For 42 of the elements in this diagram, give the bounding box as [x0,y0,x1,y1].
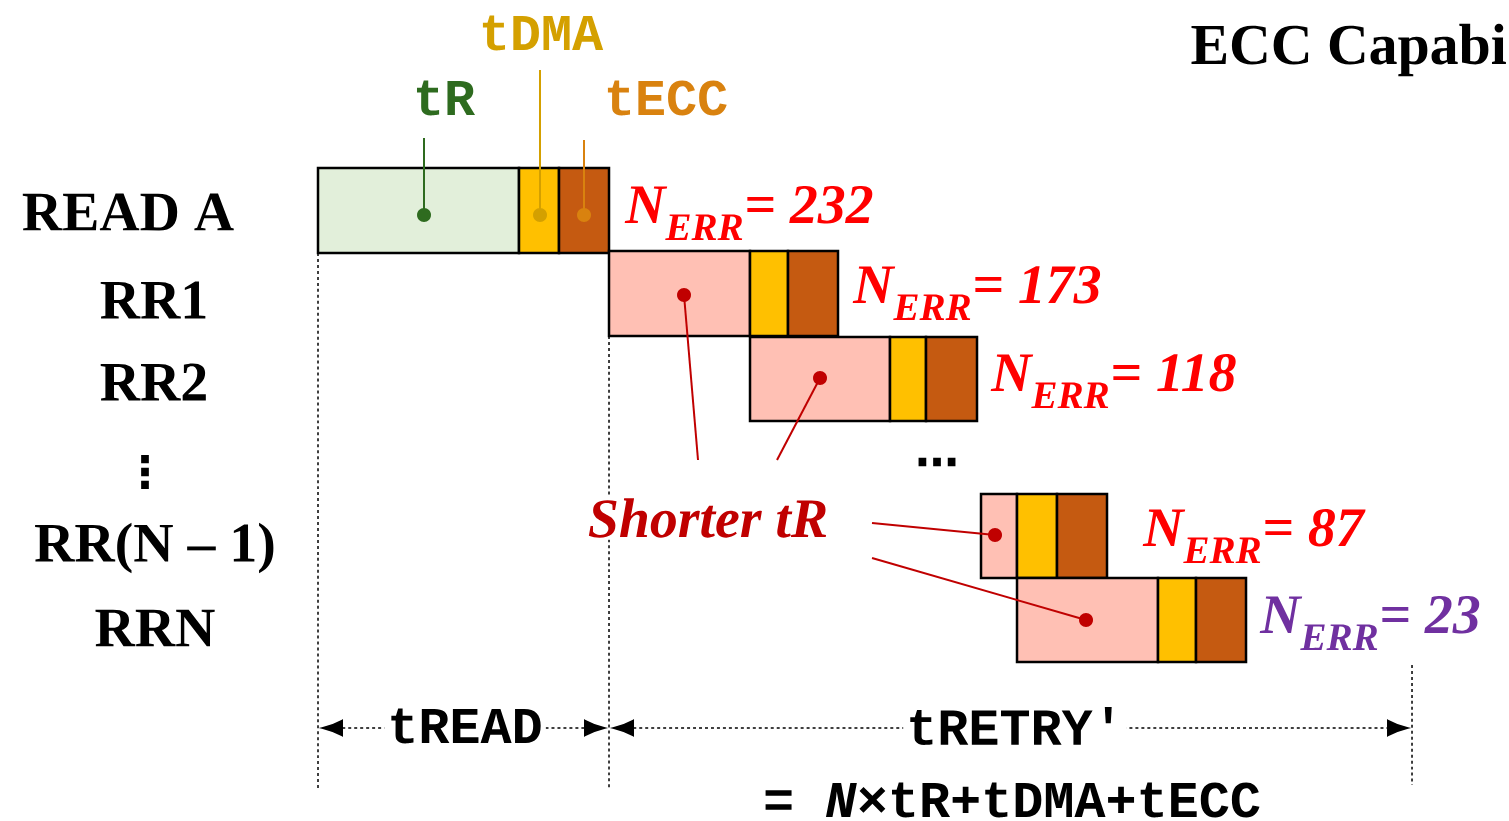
timing-segment [1194,576,1248,664]
timing-segment [316,166,521,255]
dimension-label: tREAD [384,705,546,747]
leader-line [577,139,591,222]
timing-segment [517,166,561,255]
row-label: RRN [95,609,215,647]
leader-line [871,522,1002,542]
row-label: RR(N – 1) [35,522,274,574]
callout-text: Shorter tR [585,496,831,540]
timing-segment [1156,576,1198,664]
row-label: RR1 [100,281,206,319]
error-count: N$_{ERR}$= 173 [852,266,1101,320]
timing-segment [888,335,928,423]
error-count: N$_{ERR}$= 87 [1142,508,1366,564]
error-count: N$_{ERR}$= 118 [990,353,1236,409]
timing-segment [924,335,979,423]
timing-segment [786,249,840,338]
timing-segment [1015,492,1059,580]
ellipsis: … [918,457,956,467]
formula-text: = N×tR+tDMA+tECC [765,782,1260,818]
leader-line [871,557,1093,627]
timing-segment [557,166,611,255]
title: ECC Capabi [1191,23,1506,77]
timing-segment [1055,492,1109,580]
timing-segment [748,335,892,423]
leader-label: tDMA [476,13,606,53]
leader-line [533,69,547,222]
leader-label: tR [410,78,478,118]
leader-line [417,137,431,222]
error-count: N$_{ERR}$= 232 [624,186,873,240]
timing-segment [607,249,752,338]
row-label: RR2 [100,363,206,401]
error-count: N$_{ERR}$= 23 [1259,596,1480,650]
leader-line [776,371,827,461]
timing-segment [1015,576,1160,664]
leader-line [677,288,699,461]
timing-segment [748,249,790,338]
timing-segment [979,492,1019,580]
ellipsis: ⋮ [141,455,149,489]
leader-label: tECC [601,78,731,118]
row-label: READ A [22,193,234,231]
dimension-label: tRETRY′ [903,704,1127,748]
